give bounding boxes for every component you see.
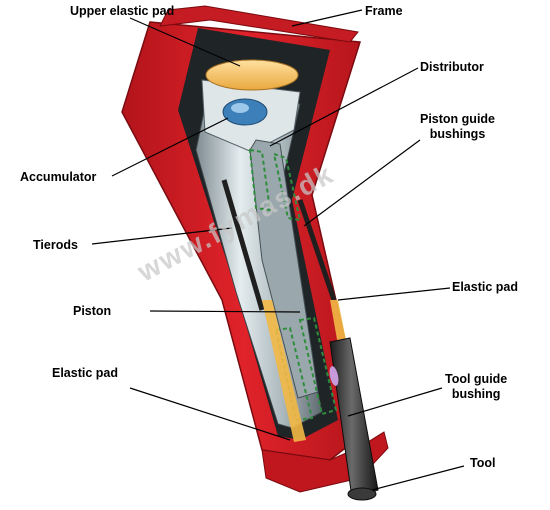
breaker-body [195,59,362,442]
label-tierods: Tierods [33,238,78,252]
label-tool: Tool [470,456,496,470]
leader-accumulator [111,117,229,177]
leader-distributor [269,67,419,147]
leader-tierods [91,227,233,245]
label-elastic-pad-right: Elastic pad [452,280,518,294]
label-tool-guide-bushing-line1: Tool guide [445,372,508,386]
leader-piston [149,310,301,313]
leader-upper-elastic-pad [129,17,241,67]
label-piston-guide-bushings: Piston guide bushings [420,112,495,142]
tool-shaft [329,337,379,501]
leader-elastic-pad-left [129,387,291,441]
label-piston: Piston [73,304,112,318]
label-piston-guide-bushings-line2: bushings [429,127,486,141]
label-elastic-pad-left: Elastic pad [52,366,118,380]
leader-piston-guide-bushings [303,139,421,227]
label-distributor: Distributor [420,60,484,74]
leader-tool-guide-bushing [347,387,443,417]
label-tool-guide-bushing-line2: bushing [451,387,501,401]
leader-elastic-pad-right [337,287,451,301]
leader-frame [291,9,363,27]
label-frame: Frame [365,4,403,18]
label-tool-guide-bushing: Tool guide bushing [445,372,507,402]
leader-tool [371,465,465,491]
label-upper-elastic-pad: Upper elastic pad [70,4,175,18]
leader-lines [91,9,465,491]
label-piston-guide-bushings-line1: Piston guide [420,112,495,126]
label-accumulator: Accumulator [20,170,97,184]
